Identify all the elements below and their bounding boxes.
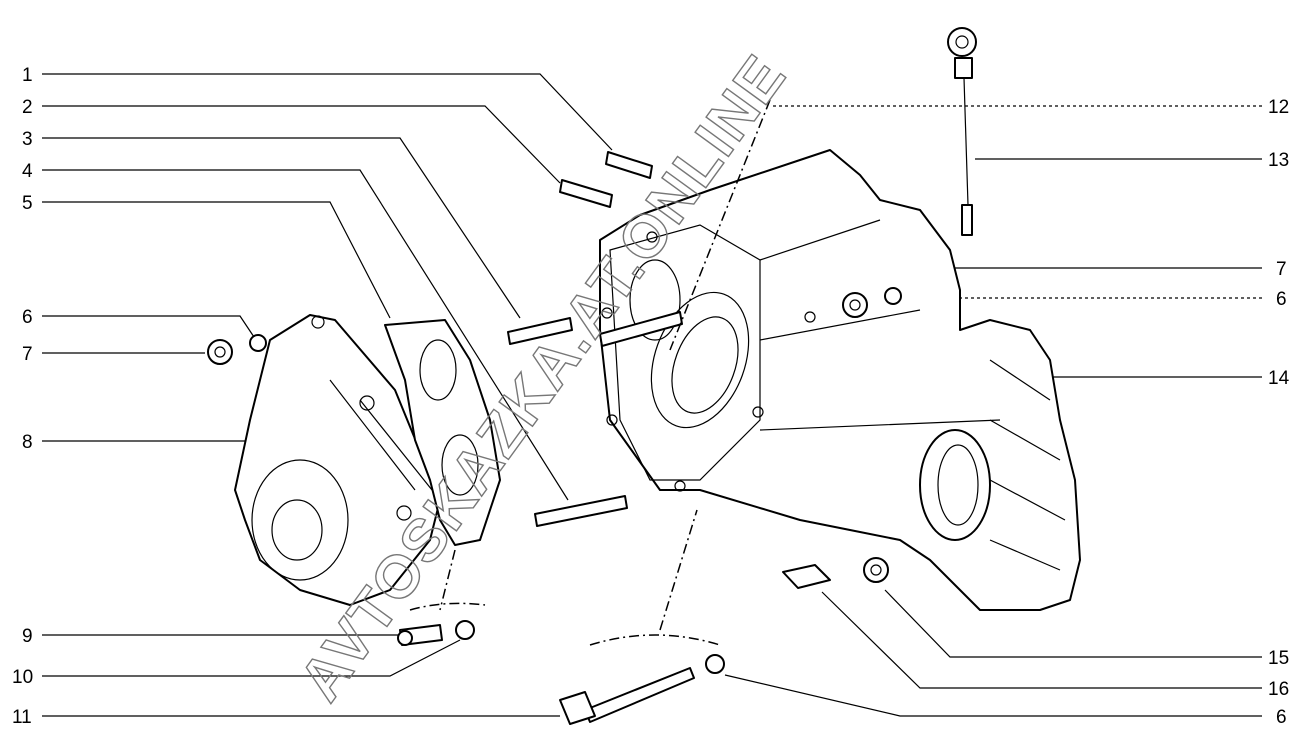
- right-callouts: 12 13 7 6 14 15 16 6: [1268, 97, 1290, 728]
- callout-9: 9: [22, 626, 33, 647]
- callout-15: 15: [1268, 648, 1289, 669]
- callout-7: 7: [22, 344, 33, 365]
- callout-1: 1: [22, 65, 33, 86]
- left-callouts: 1 2 3 4 5 6 7 8 9 10 11: [12, 65, 33, 728]
- rear-cover: [234, 314, 441, 606]
- callout-8: 8: [22, 432, 33, 453]
- callout-10: 10: [12, 667, 33, 688]
- small-parts: [207, 287, 902, 674]
- callout-12: 12: [1268, 97, 1289, 118]
- callout-2: 2: [22, 97, 33, 118]
- dipstick: [947, 27, 977, 236]
- callout-5: 5: [22, 193, 33, 214]
- callout-3: 3: [22, 129, 33, 150]
- callout-4: 4: [22, 161, 33, 182]
- studs: [507, 151, 695, 725]
- cover-gasket: [384, 319, 501, 546]
- callout-7-right: 7: [1276, 259, 1287, 280]
- callout-13: 13: [1268, 150, 1289, 171]
- callout-6: 6: [22, 307, 33, 328]
- callout-6-bottom: 6: [1276, 707, 1287, 728]
- callout-6-right: 6: [1276, 289, 1287, 310]
- callout-16: 16: [1268, 679, 1289, 700]
- callout-14: 14: [1268, 368, 1290, 389]
- gearbox-housing: [599, 149, 1081, 611]
- callout-11: 11: [12, 707, 32, 728]
